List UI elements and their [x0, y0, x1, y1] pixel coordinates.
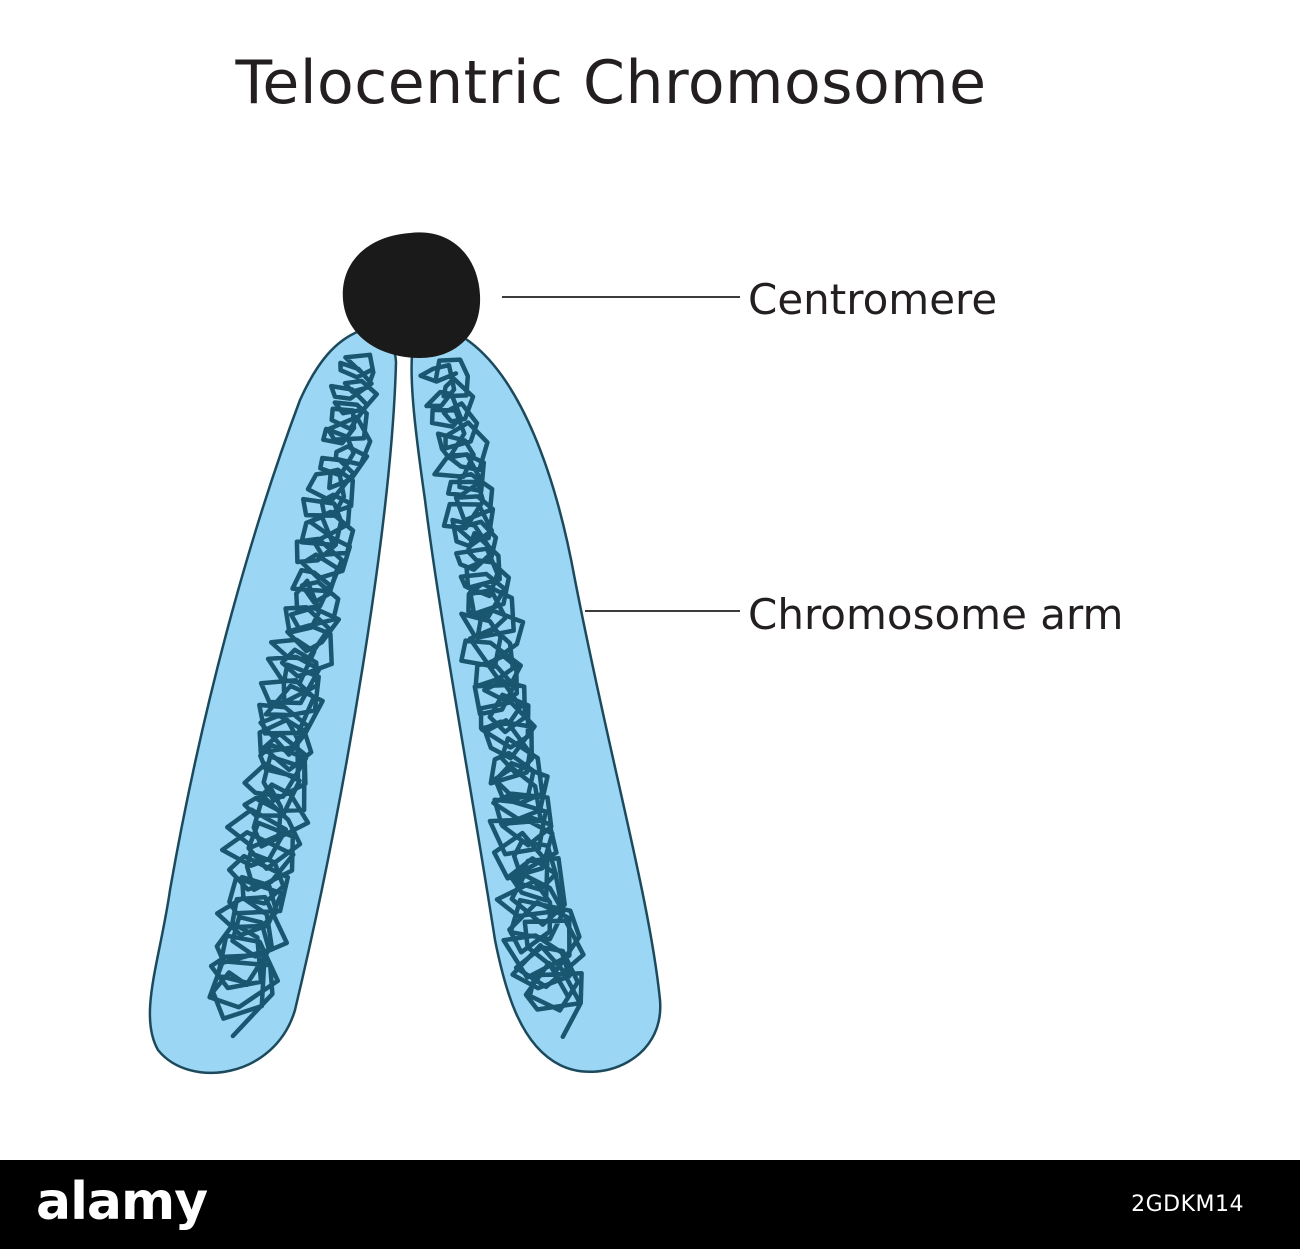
- centromere-label: Centromere: [748, 275, 998, 324]
- left-arm-chromatin: [207, 352, 380, 1039]
- chromosome-diagram: [148, 232, 740, 1075]
- footer-bar: alamy 2GDKM14: [0, 1160, 1300, 1249]
- right-arm-chromatin: [418, 357, 586, 1040]
- alamy-logo: alamy: [36, 1172, 208, 1232]
- chromatin-strand: [207, 352, 380, 1039]
- diagram-title: Telocentric Chromosome: [235, 48, 987, 118]
- chromatin-strand: [433, 357, 586, 1040]
- image-id: 2GDKM14: [1131, 1192, 1244, 1217]
- centromere: [342, 232, 481, 358]
- right-chromosome-arm: [410, 331, 662, 1074]
- chromosome-arm-label: Chromosome arm: [748, 590, 1124, 639]
